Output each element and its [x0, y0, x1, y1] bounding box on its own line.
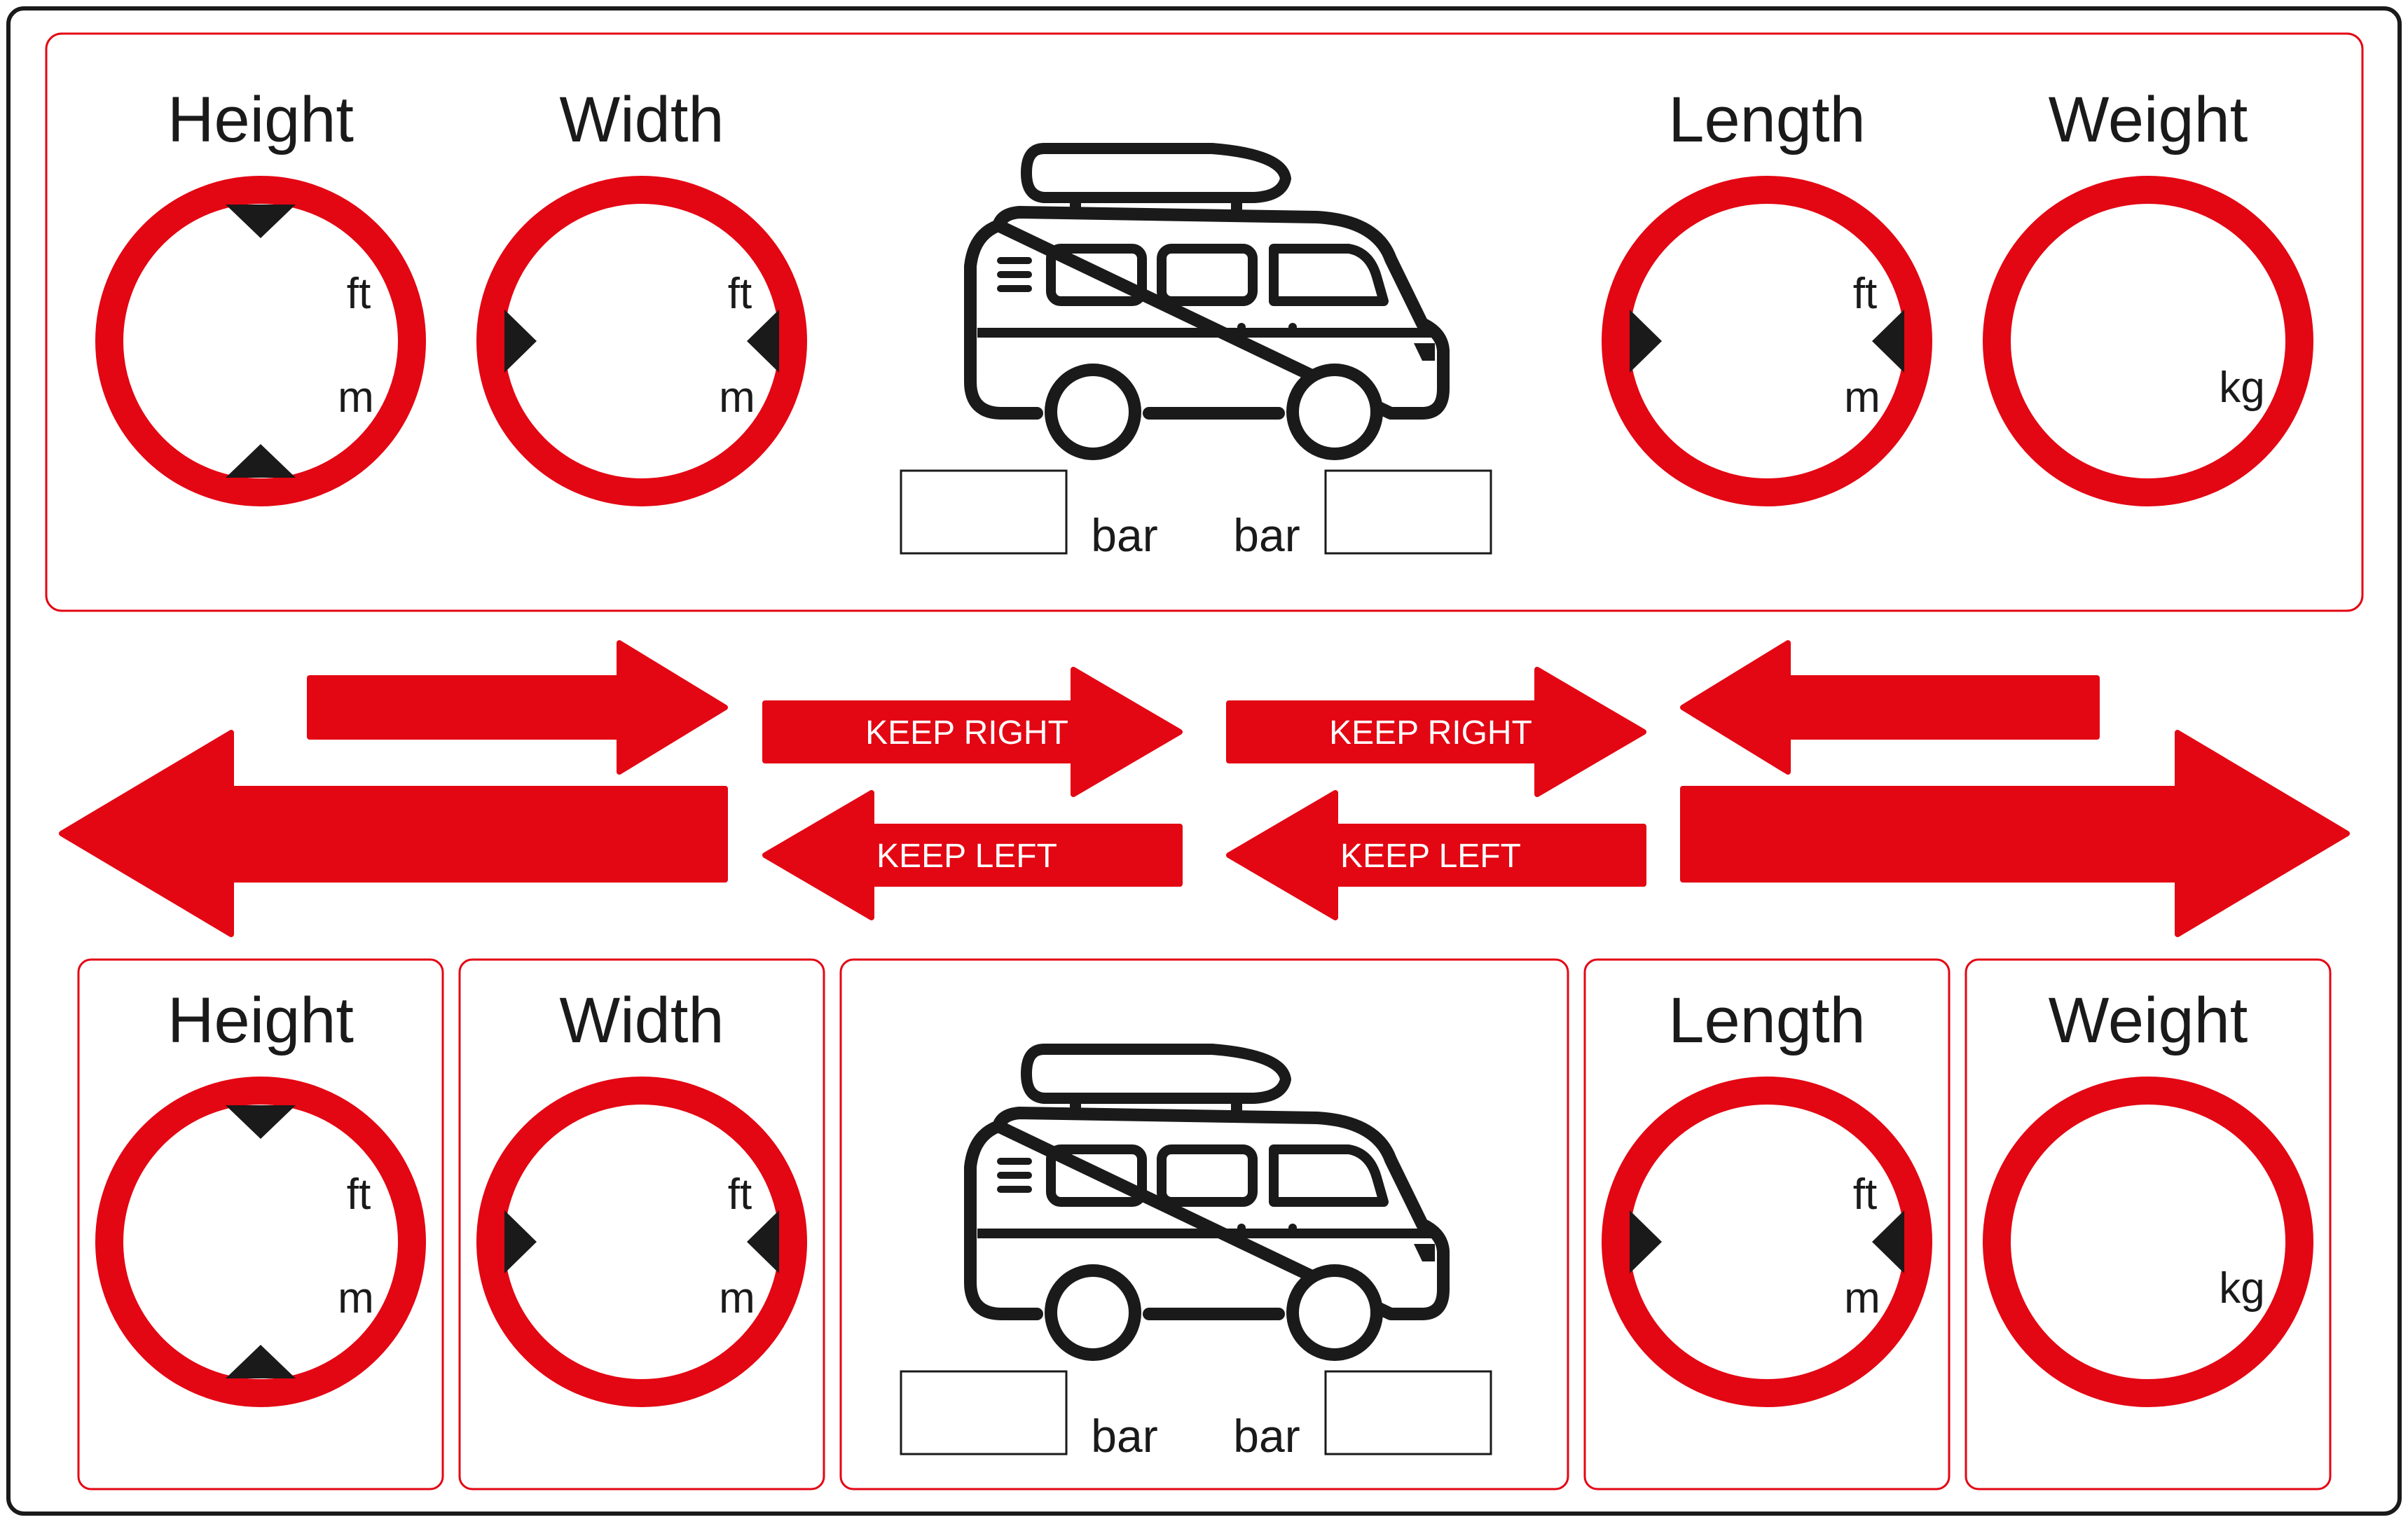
length-sign: Length ft m — [1602, 84, 1932, 506]
bottom-panel: Height ft m Width ft m bar bar Length — [77, 958, 2332, 1490]
bottom-length-card — [1583, 958, 1951, 1490]
bottom-van-card — [839, 958, 1569, 1490]
keep-right-label-2: KEEP RIGHT — [1329, 714, 1532, 752]
big-left-arrow — [59, 730, 728, 937]
small-right-arrow — [307, 640, 728, 775]
weight-sign: Weight kg — [1983, 84, 2313, 506]
length-right-marker — [1872, 310, 1904, 373]
bottom-height-card — [77, 958, 444, 1490]
bottom-campervan-icon — [970, 1049, 1443, 1355]
left-pressure-unit: bar — [1091, 509, 1157, 561]
bottom-width-unit-m: m — [719, 1274, 755, 1322]
bottom-height-sign-ring — [95, 1077, 426, 1407]
bottom-length-unit-m: m — [1844, 1274, 1880, 1322]
bottom-length-sign: Length ft m — [1602, 985, 1932, 1407]
height-title: Height — [167, 84, 354, 155]
bottom-height-unit-ft: ft — [347, 1170, 371, 1219]
width-left-marker — [504, 310, 537, 373]
bottom-weight-card — [1965, 958, 2332, 1490]
keep-left-arrow-1 — [762, 790, 1183, 920]
width-right-marker — [747, 310, 779, 373]
height-unit-ft: ft — [347, 270, 371, 318]
width-unit-m: m — [719, 373, 755, 422]
bottom-length-sign-ring — [1602, 1077, 1932, 1407]
weight-sign-ring — [1983, 176, 2313, 506]
bottom-left-pressure-unit: bar — [1091, 1410, 1157, 1462]
width-sign-ring — [476, 176, 807, 506]
keep-right-arrow-1 — [762, 667, 1183, 797]
bottom-right-pressure-box[interactable] — [1324, 1370, 1492, 1455]
bottom-width-title: Width — [559, 985, 724, 1056]
bottom-length-title: Length — [1668, 985, 1865, 1056]
keep-right-arrow-2 — [1226, 667, 1646, 797]
bottom-height-sign: Height ft m — [95, 985, 426, 1407]
bottom-right-pressure-unit: bar — [1233, 1410, 1300, 1462]
height-top-marker — [226, 205, 296, 238]
weight-title: Weight — [2049, 84, 2248, 155]
height-sign-ring — [95, 176, 426, 506]
height-bottom-marker — [226, 444, 296, 478]
bottom-width-left-marker — [504, 1210, 537, 1273]
width-title: Width — [559, 84, 724, 155]
bottom-width-card — [458, 958, 825, 1490]
bottom-height-bottom-marker — [226, 1345, 296, 1378]
keep-right-label-1: KEEP RIGHT — [865, 714, 1068, 752]
small-left-arrow — [1680, 640, 2100, 775]
length-left-marker — [1630, 310, 1662, 373]
keep-left-label-2: KEEP LEFT — [1340, 838, 1521, 875]
length-unit-m: m — [1844, 373, 1880, 422]
top-panel: Height ft m Width ft m bar bar Length — [45, 32, 2364, 612]
keep-left-label-1: KEEP LEFT — [876, 838, 1057, 875]
height-unit-m: m — [338, 373, 374, 422]
arrows-section: KEEP RIGHT KEEP LEFT KEEP RIGHT KEEP LEF… — [59, 640, 2350, 937]
bottom-height-unit-m: m — [338, 1274, 374, 1322]
bottom-width-right-marker — [747, 1210, 779, 1273]
bottom-weight-sign-ring — [1983, 1077, 2313, 1407]
bottom-left-pressure-box[interactable] — [900, 1370, 1068, 1455]
bottom-height-top-marker — [226, 1105, 296, 1139]
bottom-length-right-marker — [1872, 1210, 1904, 1273]
right-pressure-unit: bar — [1233, 509, 1300, 561]
bottom-height-title: Height — [167, 985, 354, 1056]
right-pressure-box[interactable] — [1324, 469, 1492, 555]
bottom-weight-sign: Weight kg — [1983, 985, 2313, 1407]
width-unit-ft: ft — [728, 270, 752, 318]
top-panel-border — [45, 32, 2364, 612]
length-sign-ring — [1602, 176, 1932, 506]
weight-unit-kg: kg — [2219, 364, 2264, 412]
length-title: Length — [1668, 84, 1865, 155]
bottom-weight-title: Weight — [2049, 985, 2248, 1056]
bottom-length-unit-ft: ft — [1853, 1170, 1877, 1219]
bottom-weight-unit-kg: kg — [2219, 1264, 2264, 1313]
bottom-length-left-marker — [1630, 1210, 1662, 1273]
bottom-width-sign: Width ft m — [476, 985, 807, 1407]
big-right-arrow — [1680, 730, 2350, 937]
length-unit-ft: ft — [1853, 270, 1877, 318]
height-sign: Height ft m — [95, 84, 426, 506]
width-sign: Width ft m — [476, 84, 807, 506]
bottom-width-unit-ft: ft — [728, 1170, 752, 1219]
bottom-width-sign-ring — [476, 1077, 807, 1407]
campervan-icon — [970, 148, 1443, 454]
left-pressure-box[interactable] — [900, 469, 1068, 555]
keep-left-arrow-2 — [1226, 790, 1646, 920]
sheet-border — [6, 6, 2402, 1516]
